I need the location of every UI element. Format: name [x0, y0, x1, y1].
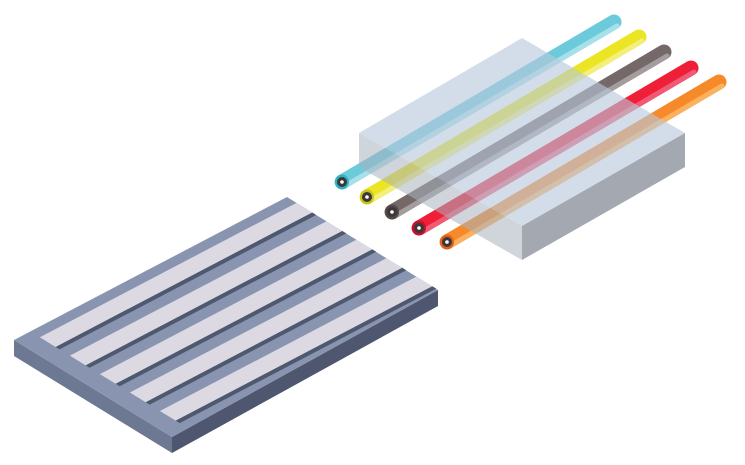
fiber-core — [390, 210, 394, 214]
substrate-strip — [39, 202, 313, 347]
fiber-core — [417, 226, 421, 230]
substrate-strip — [129, 258, 403, 403]
substrate-groove — [85, 230, 347, 368]
substrate-groove — [175, 286, 437, 424]
substrate-strip — [159, 276, 433, 421]
substrate-groove — [145, 267, 407, 405]
substrate-groove — [115, 249, 377, 387]
fiber-core — [445, 240, 449, 244]
substrate-strip — [99, 239, 373, 384]
fiber-core — [340, 180, 344, 184]
v-groove-substrate — [14, 197, 438, 453]
block-left-face — [359, 133, 522, 260]
substrate-front-side — [172, 290, 438, 453]
fiber-core — [365, 195, 369, 199]
block-top-face — [359, 38, 685, 226]
fiber-holder-block — [359, 38, 685, 260]
substrate-strip — [69, 221, 343, 366]
block-right-face — [522, 133, 685, 260]
substrate-groove — [55, 212, 317, 350]
substrate-left-side — [14, 340, 172, 453]
